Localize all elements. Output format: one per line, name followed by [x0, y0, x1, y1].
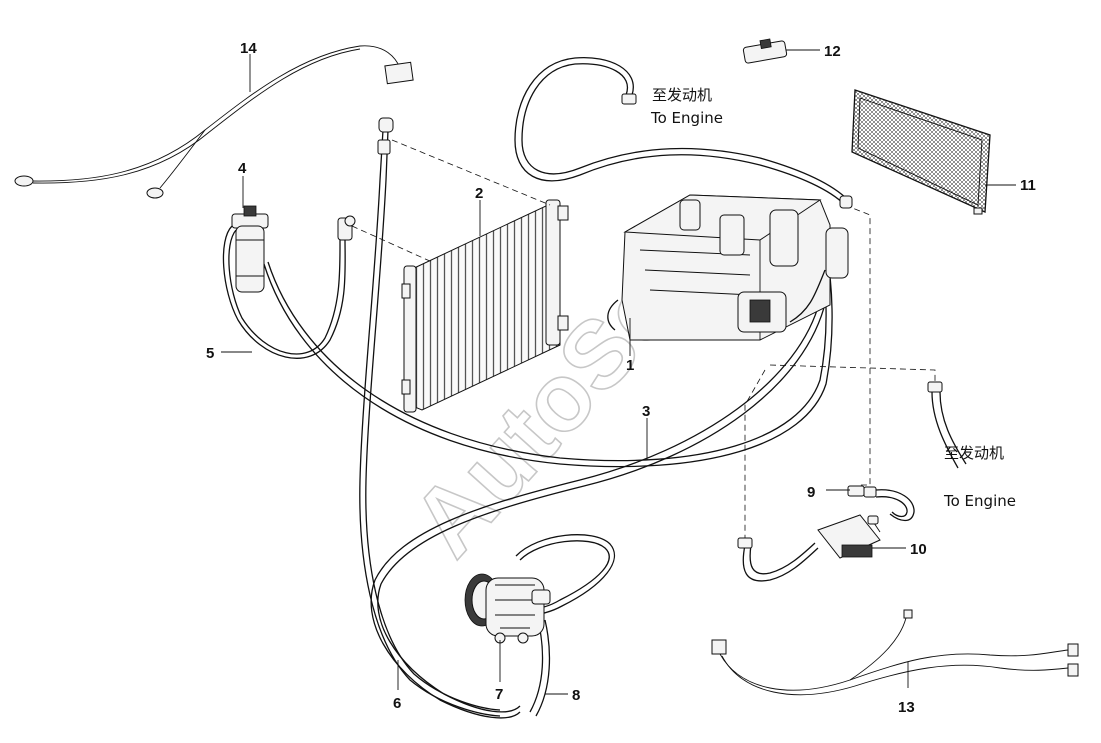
- part-7-compressor: [464, 573, 551, 644]
- part-14-wire-harness: [14, 45, 414, 199]
- heater-hose-upper: [514, 56, 853, 209]
- assembly-guide-lines: [351, 139, 936, 540]
- destination-label-lower: 至发动机 To Engine: [943, 444, 1016, 510]
- part-2-condenser: [401, 199, 569, 413]
- destination-en: To Engine: [943, 492, 1016, 510]
- part-5-hoses: [222, 215, 356, 359]
- callout-1: 1: [626, 357, 634, 374]
- heater-hose-right: [927, 381, 967, 469]
- callout-4: 4: [238, 160, 247, 177]
- part-10-valve-block: [737, 514, 881, 582]
- callout-7: 7: [495, 686, 503, 703]
- part-11-cabin-filter: [851, 89, 991, 215]
- leader-lines: [221, 49, 1016, 695]
- callout-5: 5: [206, 345, 214, 362]
- destination-zh: 至发动机: [944, 444, 1004, 462]
- part-4-receiver-dryer: [231, 205, 269, 293]
- callout-12: 12: [824, 43, 841, 60]
- callout-8: 8: [572, 687, 580, 704]
- part-13-wire-harness: [711, 609, 1079, 696]
- destination-zh: 至发动机: [652, 86, 712, 104]
- part-12-connector: [742, 38, 788, 64]
- callout-3: 3: [642, 403, 650, 420]
- destination-en: To Engine: [650, 109, 723, 127]
- callout-10: 10: [910, 541, 927, 558]
- callout-9: 9: [807, 484, 815, 501]
- callout-13: 13: [898, 699, 915, 716]
- callout-11: 11: [1020, 177, 1036, 194]
- part-1-hvac-module: [607, 194, 849, 341]
- compressor-hoses: [370, 299, 827, 719]
- callout-6: 6: [393, 695, 401, 712]
- part-9-fitting: [847, 485, 915, 522]
- callout-numbers: 14 4 5 2 1 3 6 7 8 9 10 11 12 13: [206, 40, 1036, 716]
- callout-14: 14: [240, 40, 257, 57]
- callout-2: 2: [475, 185, 483, 202]
- destination-label-upper: 至发动机 To Engine: [650, 86, 723, 127]
